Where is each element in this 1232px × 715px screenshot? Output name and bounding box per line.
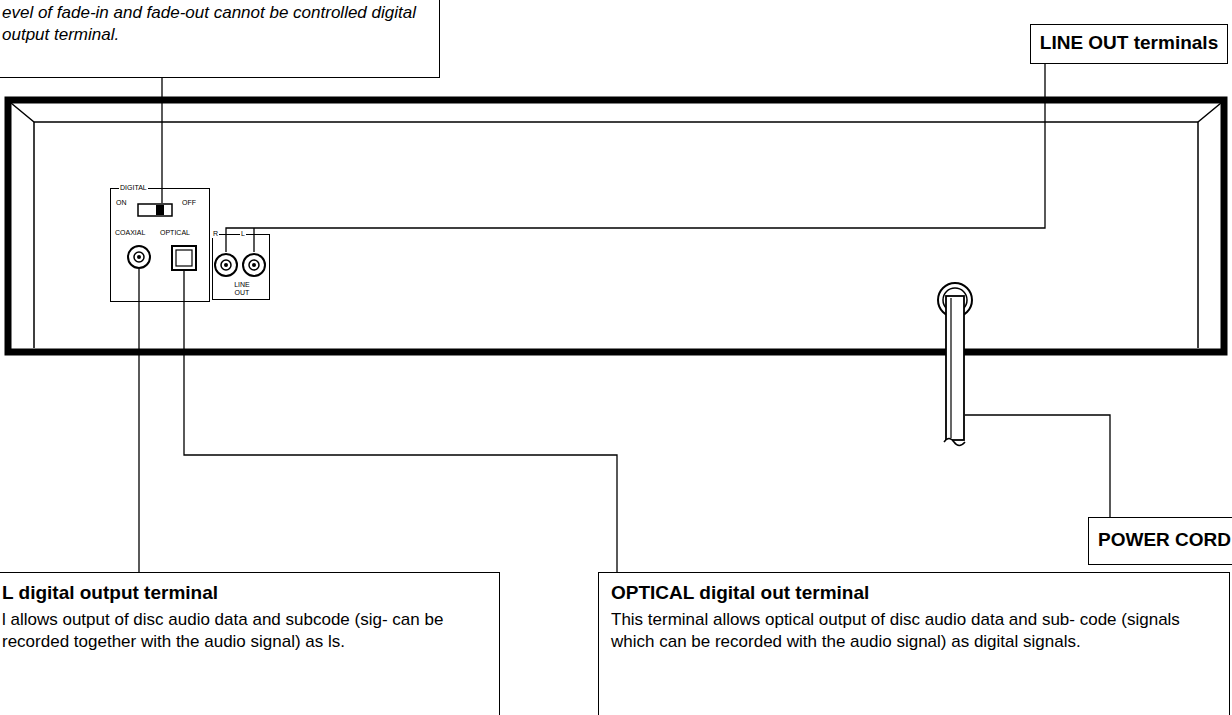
leader-line bbox=[161, 78, 162, 203]
digital-switch bbox=[138, 204, 172, 216]
panel-label: DIGITAL bbox=[119, 184, 148, 192]
switch-knob bbox=[156, 205, 164, 215]
panel-label: LINE OUT bbox=[229, 281, 255, 297]
panel-label: OFF bbox=[181, 199, 197, 207]
panel-label: L bbox=[240, 230, 246, 238]
panel-label: OPTICAL bbox=[159, 229, 191, 237]
callout-box: OPTICAL digital out terminalThis termina… bbox=[598, 572, 1230, 715]
chassis-frame bbox=[8, 100, 1224, 352]
optical-port bbox=[172, 246, 196, 270]
digital-panel: DIGITALONOFFCOAXIALOPTICAL bbox=[110, 188, 210, 302]
chassis-bevel bbox=[34, 122, 1198, 348]
line-out-jack bbox=[252, 263, 256, 267]
cord-cut-end bbox=[944, 439, 965, 446]
coaxial-jack bbox=[137, 255, 141, 259]
panel-label: R bbox=[212, 230, 219, 238]
leader-line bbox=[184, 271, 617, 572]
callout-title: LINE OUT terminals bbox=[1039, 31, 1219, 55]
line-out-jack bbox=[249, 260, 259, 270]
power-cord bbox=[946, 296, 964, 440]
leader-line bbox=[138, 269, 139, 572]
optical-port bbox=[176, 250, 192, 266]
line-out-jack bbox=[215, 254, 237, 276]
coaxial-jack bbox=[134, 252, 144, 262]
callout-heading: OPTICAL digital out terminal bbox=[611, 581, 1217, 605]
line-out-jack bbox=[224, 263, 228, 267]
power-cord bbox=[950, 298, 951, 438]
chassis-bevel bbox=[11, 103, 1221, 122]
callout-box: LINE OUT terminals bbox=[1030, 24, 1228, 64]
callout-box: L digital output terminal l allows output… bbox=[0, 572, 500, 715]
callout-heading: L digital output terminal bbox=[2, 581, 489, 605]
note-callout: evel of fade-in and fade-out cannot be c… bbox=[0, 0, 440, 78]
panel-label: ON bbox=[115, 199, 128, 207]
panel-label: COAXIAL bbox=[114, 229, 146, 237]
leader-line bbox=[965, 415, 1110, 517]
line-out-jack bbox=[243, 254, 265, 276]
note-text: evel of fade-in and fade-out cannot be c… bbox=[2, 2, 431, 46]
line-out-panel: RLLINE OUT bbox=[212, 234, 270, 300]
callout-body: This terminal allows optical output of d… bbox=[611, 609, 1217, 653]
line-out-jack bbox=[221, 260, 231, 270]
callout-box: POWER CORD bbox=[1088, 517, 1232, 565]
leader-line bbox=[226, 62, 1045, 252]
callout-title: POWER CORD bbox=[1097, 528, 1232, 552]
coaxial-jack bbox=[128, 246, 150, 268]
callout-body: l allows output of disc audio data and s… bbox=[2, 609, 489, 653]
